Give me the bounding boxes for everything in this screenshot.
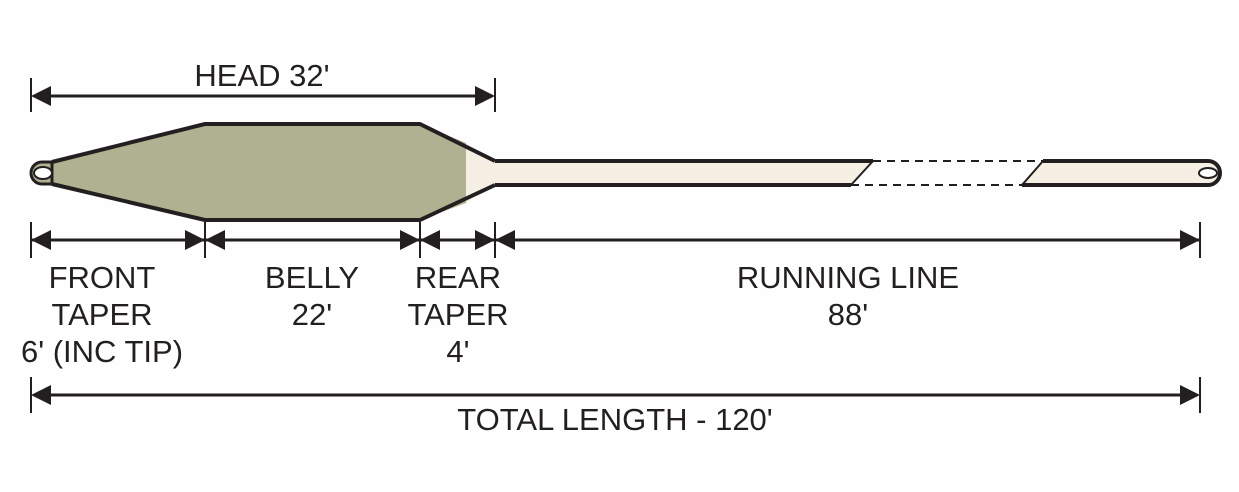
running-line-label: RUNNING LINE 88' [737, 260, 959, 332]
svg-text:88': 88' [828, 297, 868, 332]
svg-text:FRONT: FRONT [49, 260, 156, 295]
total-dimension: TOTAL LENGTH - 120' [30, 377, 1201, 437]
svg-text:4': 4' [446, 334, 469, 369]
front-loop-icon [33, 166, 53, 180]
head-dimension: HEAD 32' [30, 58, 496, 112]
total-length-label: TOTAL LENGTH - 120' [457, 402, 772, 437]
svg-text:RUNNING LINE: RUNNING LINE [737, 260, 959, 295]
belly-label: BELLY 22' [265, 260, 359, 332]
svg-text:6' (INC TIP): 6' (INC TIP) [21, 334, 183, 369]
svg-text:TAPER: TAPER [407, 297, 508, 332]
svg-text:TAPER: TAPER [51, 297, 152, 332]
front-taper-label: FRONT TAPER 6' (INC TIP) [21, 260, 183, 369]
svg-text:BELLY: BELLY [265, 260, 359, 295]
svg-text:22': 22' [292, 297, 332, 332]
running-line-front [480, 161, 873, 185]
fly-line-illustration [29, 122, 1222, 222]
section-dimensions [30, 222, 1201, 258]
head-label: HEAD 32' [194, 58, 329, 93]
svg-text:REAR: REAR [415, 260, 501, 295]
running-line-rear [1022, 161, 1220, 185]
rear-loop-icon [1198, 167, 1218, 179]
head-body [52, 124, 466, 220]
rear-taper-label: REAR TAPER 4' [407, 260, 508, 369]
